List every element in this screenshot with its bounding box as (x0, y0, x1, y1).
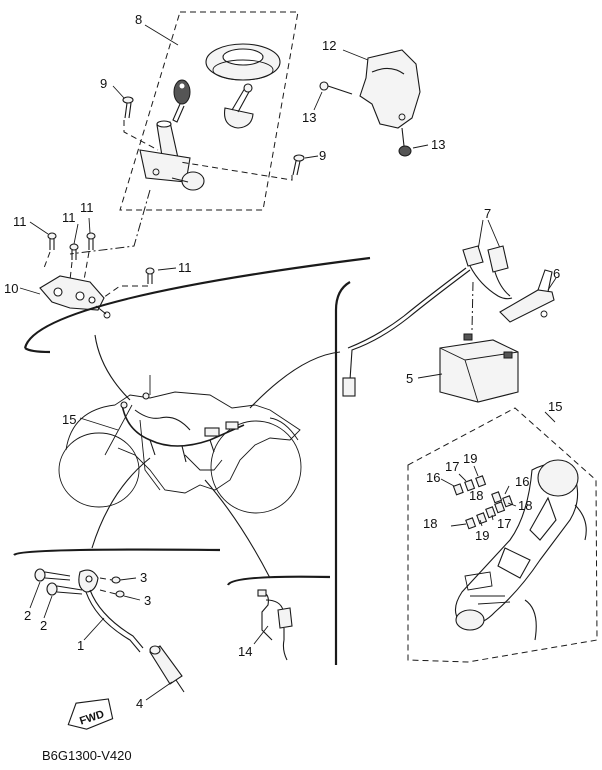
callout-2-lower: 2 (40, 618, 47, 633)
callout-16-left: 16 (426, 470, 440, 485)
callout-11-b: 11 (62, 210, 76, 225)
callout-2-upper: 2 (24, 608, 31, 623)
earth-lead-part (78, 569, 144, 653)
callout-18-mid: 18 (469, 488, 483, 503)
callout-10: 10 (4, 281, 18, 296)
callout-7: 7 (484, 206, 491, 221)
seat-lock-part (223, 83, 254, 129)
diagram-code: B6G1300-V420 (42, 748, 132, 763)
fuse-holder-part (487, 245, 509, 273)
callout-13-lower: 13 (431, 137, 445, 152)
screw-11-d (145, 267, 155, 284)
leader-8 (144, 24, 179, 46)
upper-divider-arc (23, 256, 371, 349)
battery-harness-group (342, 219, 557, 403)
bolt-2-upper (34, 568, 71, 582)
nut-3-upper (111, 576, 121, 584)
harness-detail-group (407, 407, 598, 663)
callout-3-lower: 3 (144, 593, 151, 608)
callout-3-upper: 3 (140, 570, 147, 585)
lock-set-dashed-box (119, 11, 299, 211)
meter-cover-part (359, 49, 421, 129)
callout-5: 5 (406, 371, 413, 386)
callout-17-upper: 17 (445, 459, 459, 474)
key-part (172, 79, 191, 123)
callout-15-detail: 15 (548, 399, 562, 414)
lock-set-group (112, 11, 319, 211)
earth-lead-group (29, 568, 185, 701)
battery-band-part (499, 269, 555, 323)
cover-group (313, 49, 429, 157)
main-switch-part (139, 120, 205, 191)
bracket-group (19, 189, 177, 319)
sensor-14-part (277, 607, 293, 629)
callout-11-a: 11 (13, 214, 27, 229)
callout-18-left: 18 (423, 516, 437, 531)
sensor-14-group (253, 589, 293, 661)
relay-part (462, 245, 484, 267)
connector-part (342, 377, 356, 397)
harness-detail-dashed-box (407, 407, 598, 663)
callout-13-upper: 13 (302, 110, 316, 125)
motorcycle-silhouette (58, 375, 302, 514)
lower-mid-divider (226, 575, 331, 586)
callout-labels: 8 9 9 12 13 13 11 11 11 11 10 7 6 5 15 1… (4, 12, 562, 711)
screw-13-upper (319, 81, 353, 95)
callout-17-lower: 17 (497, 516, 511, 531)
callout-6: 6 (553, 266, 560, 281)
callout-18-right: 18 (518, 498, 532, 513)
right-divider (334, 281, 351, 665)
battery-part (439, 333, 519, 403)
screw-9-lower (292, 154, 305, 176)
lower-left-divider (13, 548, 221, 556)
bolt-2-lower (46, 582, 83, 596)
nut-3-lower (115, 590, 125, 598)
callout-9-lower: 9 (319, 148, 326, 163)
callout-16-right: 16 (515, 474, 529, 489)
screw-11-b (69, 243, 79, 260)
callout-8: 8 (135, 12, 142, 27)
callout-11-c: 11 (80, 200, 94, 215)
forward-direction-indicator: FWD (67, 698, 114, 730)
callout-15: 15 (62, 412, 76, 427)
callout-1: 1 (77, 638, 84, 653)
callout-11-d: 11 (178, 260, 192, 275)
screw-11-a (47, 232, 57, 250)
callout-19-lower: 19 (475, 528, 489, 543)
callout-19-upper: 19 (463, 451, 477, 466)
handlebar-bracket-part (39, 275, 111, 319)
sensor-4-part (149, 645, 185, 693)
callout-4: 4 (136, 696, 143, 711)
screw-13-lower (398, 127, 412, 157)
callout-12: 12 (322, 38, 336, 53)
callout-9-upper: 9 (100, 76, 107, 91)
screw-9-upper (122, 96, 134, 119)
screw-11-c (86, 232, 96, 250)
callout-14: 14 (238, 644, 252, 659)
